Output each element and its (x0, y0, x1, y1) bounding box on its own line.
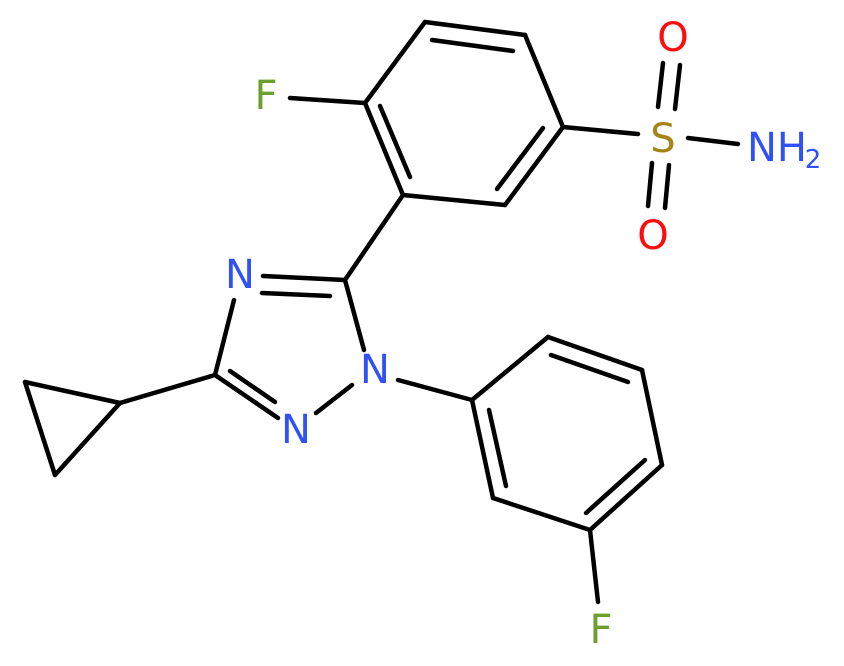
bond (486, 407, 509, 489)
bond (522, 32, 566, 130)
bond (422, 19, 528, 38)
atom-nh2: NH (747, 125, 807, 171)
bond (645, 160, 655, 209)
bond (212, 372, 281, 421)
bond (469, 334, 551, 403)
bond (362, 19, 428, 106)
bond (400, 192, 508, 208)
bond (502, 124, 566, 208)
bond (494, 125, 546, 192)
bond (22, 379, 58, 478)
bond (429, 37, 516, 54)
bond (469, 397, 496, 501)
bond (587, 527, 601, 605)
atom-n1: N (360, 347, 390, 393)
bond (583, 457, 648, 516)
bond (52, 400, 123, 478)
atom-o-top: O (657, 15, 688, 61)
atom-labels: F S O O NH 2 N N N F (225, 15, 821, 653)
bond (212, 297, 237, 378)
bond (377, 103, 413, 180)
bond (287, 95, 368, 106)
bond (22, 379, 123, 406)
atom-nh2-subscript: 2 (805, 145, 822, 175)
bond (672, 62, 683, 112)
bond (655, 60, 666, 110)
bond (362, 100, 406, 198)
bond (313, 382, 355, 416)
bond (227, 368, 278, 405)
atom-n2: N (281, 407, 311, 453)
bond (260, 273, 348, 283)
bond (662, 162, 672, 211)
bond (639, 367, 665, 468)
bond (342, 277, 367, 353)
atom-f-bottom: F (589, 607, 612, 653)
atom-o-bottom: O (637, 213, 668, 259)
bond (259, 290, 333, 299)
bond (490, 495, 593, 533)
atom-s: S (650, 116, 675, 162)
bond (685, 135, 741, 147)
bond (395, 377, 475, 403)
bond (560, 124, 641, 137)
bond (587, 462, 665, 533)
bonds (22, 19, 741, 605)
bond (545, 334, 645, 373)
bond (342, 192, 406, 283)
bond (548, 352, 631, 385)
atom-f-top: F (254, 73, 277, 119)
atom-n4: N (225, 252, 255, 298)
bond (117, 372, 218, 406)
